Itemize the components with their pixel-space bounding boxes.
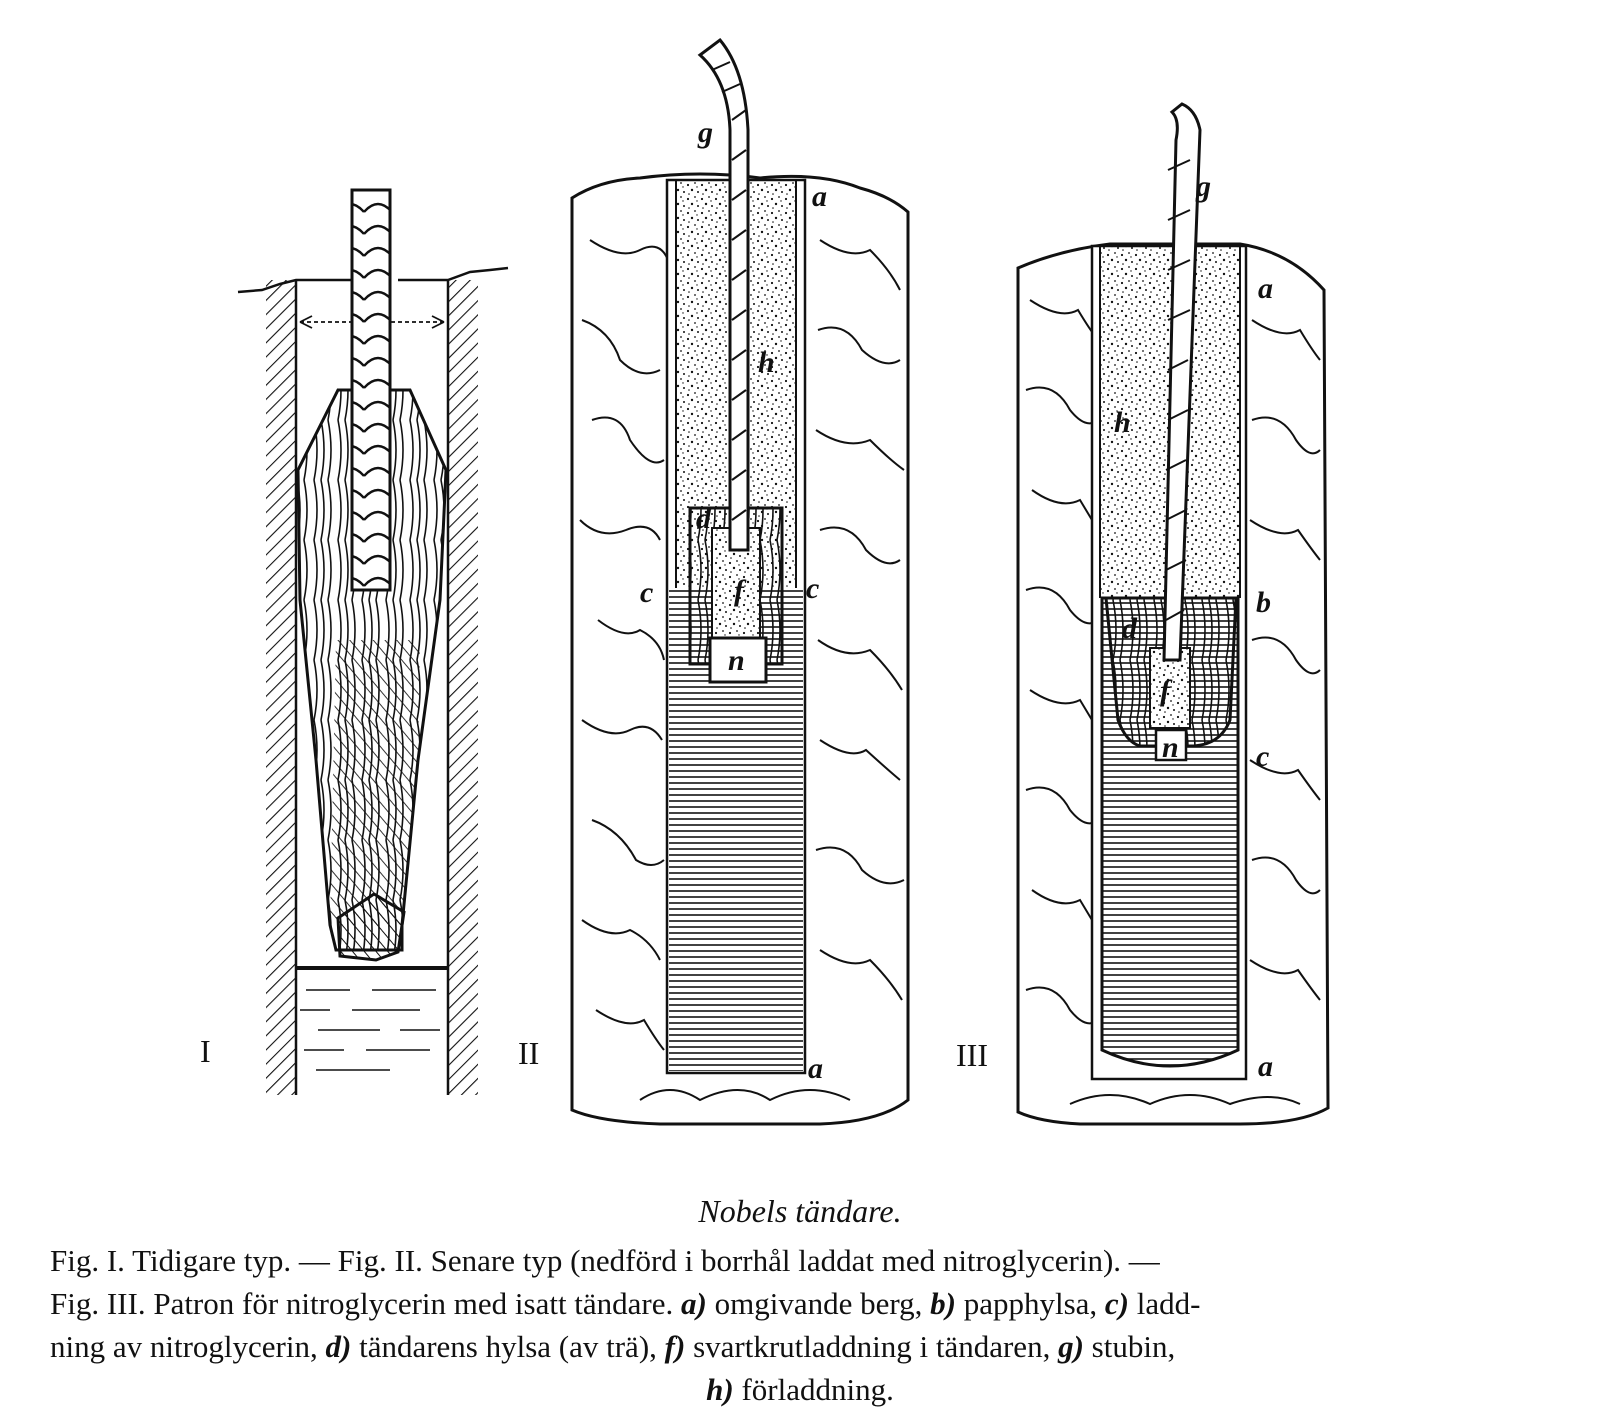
borehole-wall-left xyxy=(266,280,296,1095)
fig3-label-d: d xyxy=(1122,612,1138,645)
fig3-label-h: h xyxy=(1114,406,1131,439)
fig2-label-h: h xyxy=(758,346,775,379)
caption-line-4: h) förladdning. xyxy=(706,1372,894,1407)
fig2-label-n: n xyxy=(728,644,745,677)
nobel-igniter-figure: I xyxy=(200,37,1330,1126)
fig2-label-c-left: c xyxy=(640,576,653,609)
caption-title: Nobels tändare. xyxy=(698,1193,902,1229)
figure-3: III g a h b d f n c a xyxy=(956,102,1330,1126)
fig2-label-a-bottom: a xyxy=(808,1052,823,1085)
liquid xyxy=(300,989,440,1071)
figure-2-numeral: II xyxy=(518,1035,539,1071)
fig2-label-g: g xyxy=(697,116,713,149)
igniter-knob xyxy=(336,892,406,962)
figure-1: I xyxy=(200,188,509,1095)
fig3-label-n: n xyxy=(1162,731,1179,764)
rock-texture xyxy=(1025,299,1321,1106)
caption-line-1: Fig. I. Tidigare typ. — Fig. II. Senare … xyxy=(50,1243,1160,1278)
fig3-label-b: b xyxy=(1256,586,1271,619)
caption-line-2: Fig. III. Patron för nitroglycerin med i… xyxy=(50,1286,1201,1321)
fig2-label-a-top: a xyxy=(812,180,827,213)
fig2-label-f: f xyxy=(734,574,747,607)
fig2-label-c-right: c xyxy=(806,572,819,605)
caption-body: Fig. I. Tidigare typ. — Fig. II. Senare … xyxy=(50,1239,1550,1411)
figure-2: II g a h d f c c n a xyxy=(518,37,910,1126)
fig3-label-c: c xyxy=(1256,740,1269,773)
rock-texture xyxy=(579,239,905,1102)
fig2-label-d: d xyxy=(696,502,712,535)
fig3-label-f: f xyxy=(1160,674,1173,707)
fig3-label-g: g xyxy=(1195,170,1211,203)
fig3-label-a-bottom: a xyxy=(1258,1050,1273,1083)
fig3-label-a-top: a xyxy=(1258,272,1273,305)
figure-1-numeral: I xyxy=(200,1033,211,1069)
igniter-plug-n xyxy=(1154,728,1188,762)
igniter-plug-n xyxy=(708,636,768,684)
borehole-wall-right xyxy=(448,280,478,1095)
figure-caption: Nobels tändare. Fig. I. Tidigare typ. — … xyxy=(50,1190,1550,1411)
caption-line-3: ning av nitroglycerin, d) tändarens hyls… xyxy=(50,1329,1176,1364)
figure-3-numeral: III xyxy=(956,1037,988,1073)
fuse-g xyxy=(1162,102,1202,662)
